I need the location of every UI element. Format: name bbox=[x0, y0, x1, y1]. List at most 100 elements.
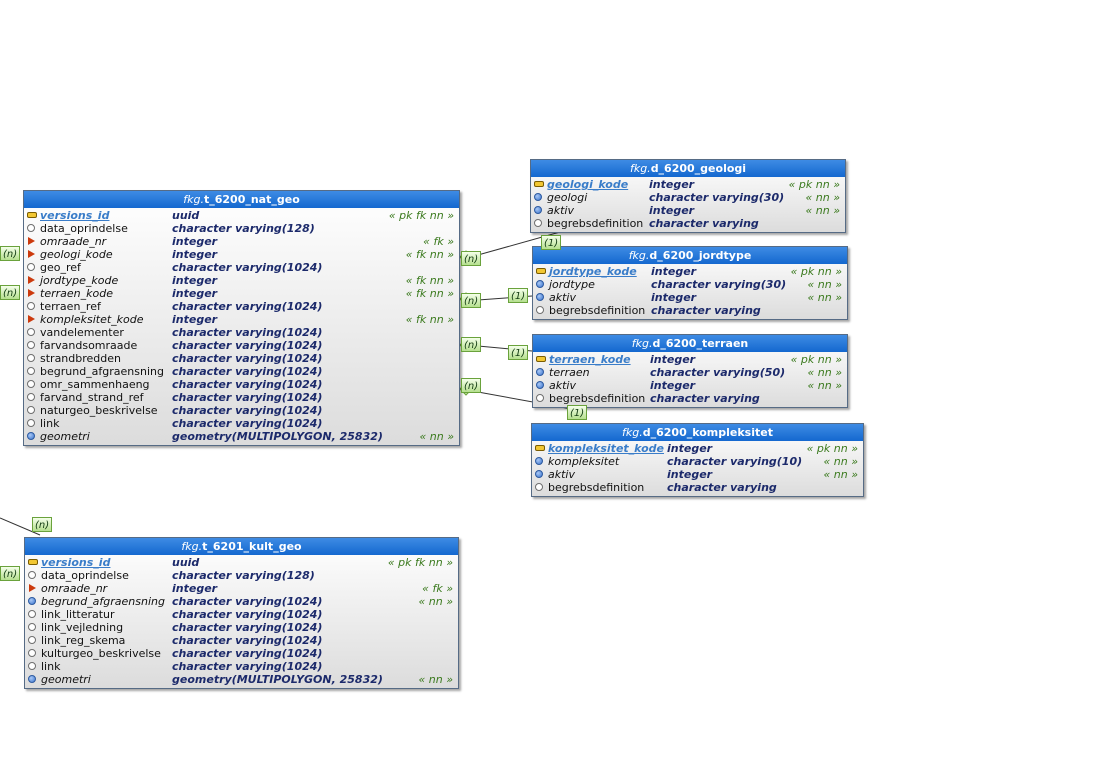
table-header[interactable]: fkg.d_6200_jordtype bbox=[533, 247, 847, 264]
column-type: character varying bbox=[650, 392, 760, 405]
table-header[interactable]: fkg.d_6200_geologi bbox=[531, 160, 845, 177]
column-type: geometry(MULTIPOLYGON, 25832) bbox=[172, 673, 383, 686]
table-header[interactable]: fkg.t_6200_nat_geo bbox=[24, 191, 459, 208]
cardinality-many-badge: (n) bbox=[0, 246, 21, 261]
column-constraints: « nn » bbox=[418, 673, 453, 686]
column-type: character varying(1024) bbox=[172, 417, 323, 430]
column-type: integer bbox=[649, 178, 695, 191]
column-type: integer bbox=[649, 204, 695, 217]
column-name: versions_id bbox=[40, 209, 110, 222]
nullable-column-icon bbox=[28, 636, 36, 644]
primary-key-icon bbox=[536, 268, 546, 274]
column-type: character varying(1024) bbox=[172, 621, 323, 634]
column-name: omraade_nr bbox=[41, 582, 108, 595]
column-type: character varying(1024) bbox=[172, 352, 323, 365]
column-type: character varying(1024) bbox=[172, 300, 323, 313]
column-type: integer bbox=[172, 274, 218, 287]
table-header[interactable]: fkg.t_6201_kult_geo bbox=[25, 538, 458, 555]
foreign-key-icon bbox=[28, 276, 35, 284]
column-name: link bbox=[40, 417, 60, 430]
column-row[interactable]: link character varying(1024) bbox=[24, 417, 459, 430]
column-name: kompleksitet bbox=[548, 455, 620, 468]
table-header[interactable]: fkg.d_6200_kompleksitet bbox=[532, 424, 863, 441]
column-name: terraen_kode bbox=[549, 353, 631, 366]
column-constraints: « pk nn » bbox=[788, 178, 840, 191]
table-schema: fkg. bbox=[631, 337, 653, 350]
table-header[interactable]: fkg.d_6200_terraen bbox=[533, 335, 847, 352]
column-constraints: « fk » bbox=[422, 582, 453, 595]
cardinality-many-badge: (n) bbox=[461, 251, 482, 266]
column-name: aktiv bbox=[547, 204, 574, 217]
table-name: d_6200_geologi bbox=[650, 162, 747, 175]
nullable-column-icon bbox=[27, 419, 35, 427]
column-constraints: « fk nn » bbox=[405, 313, 454, 326]
column-constraints: « nn » bbox=[823, 468, 858, 481]
column-type: character varying(1024) bbox=[172, 365, 323, 378]
nullable-column-icon bbox=[27, 302, 35, 310]
column-name: begrebsdefinition bbox=[548, 481, 645, 494]
column-type: integer bbox=[172, 248, 218, 261]
table-d-6200-kompleksitet[interactable]: fkg.d_6200_kompleksitet kompleksitet_kod… bbox=[531, 423, 864, 497]
column-constraints: « pk nn » bbox=[790, 353, 842, 366]
nullable-column-icon bbox=[27, 224, 35, 232]
column-type: character varying(1024) bbox=[172, 326, 323, 339]
column-name: naturgeo_beskrivelse bbox=[40, 404, 158, 417]
column-name: data_oprindelse bbox=[41, 569, 129, 582]
column-type: character varying(1024) bbox=[172, 608, 323, 621]
column-name: link_vejledning bbox=[41, 621, 124, 634]
table-name: d_6200_jordtype bbox=[649, 249, 752, 262]
column-row[interactable]: link_vejledning character varying(1024) bbox=[25, 621, 458, 634]
table-name: d_6200_kompleksitet bbox=[642, 426, 773, 439]
column-name: aktiv bbox=[549, 379, 576, 392]
table-schema: fkg. bbox=[183, 193, 204, 206]
